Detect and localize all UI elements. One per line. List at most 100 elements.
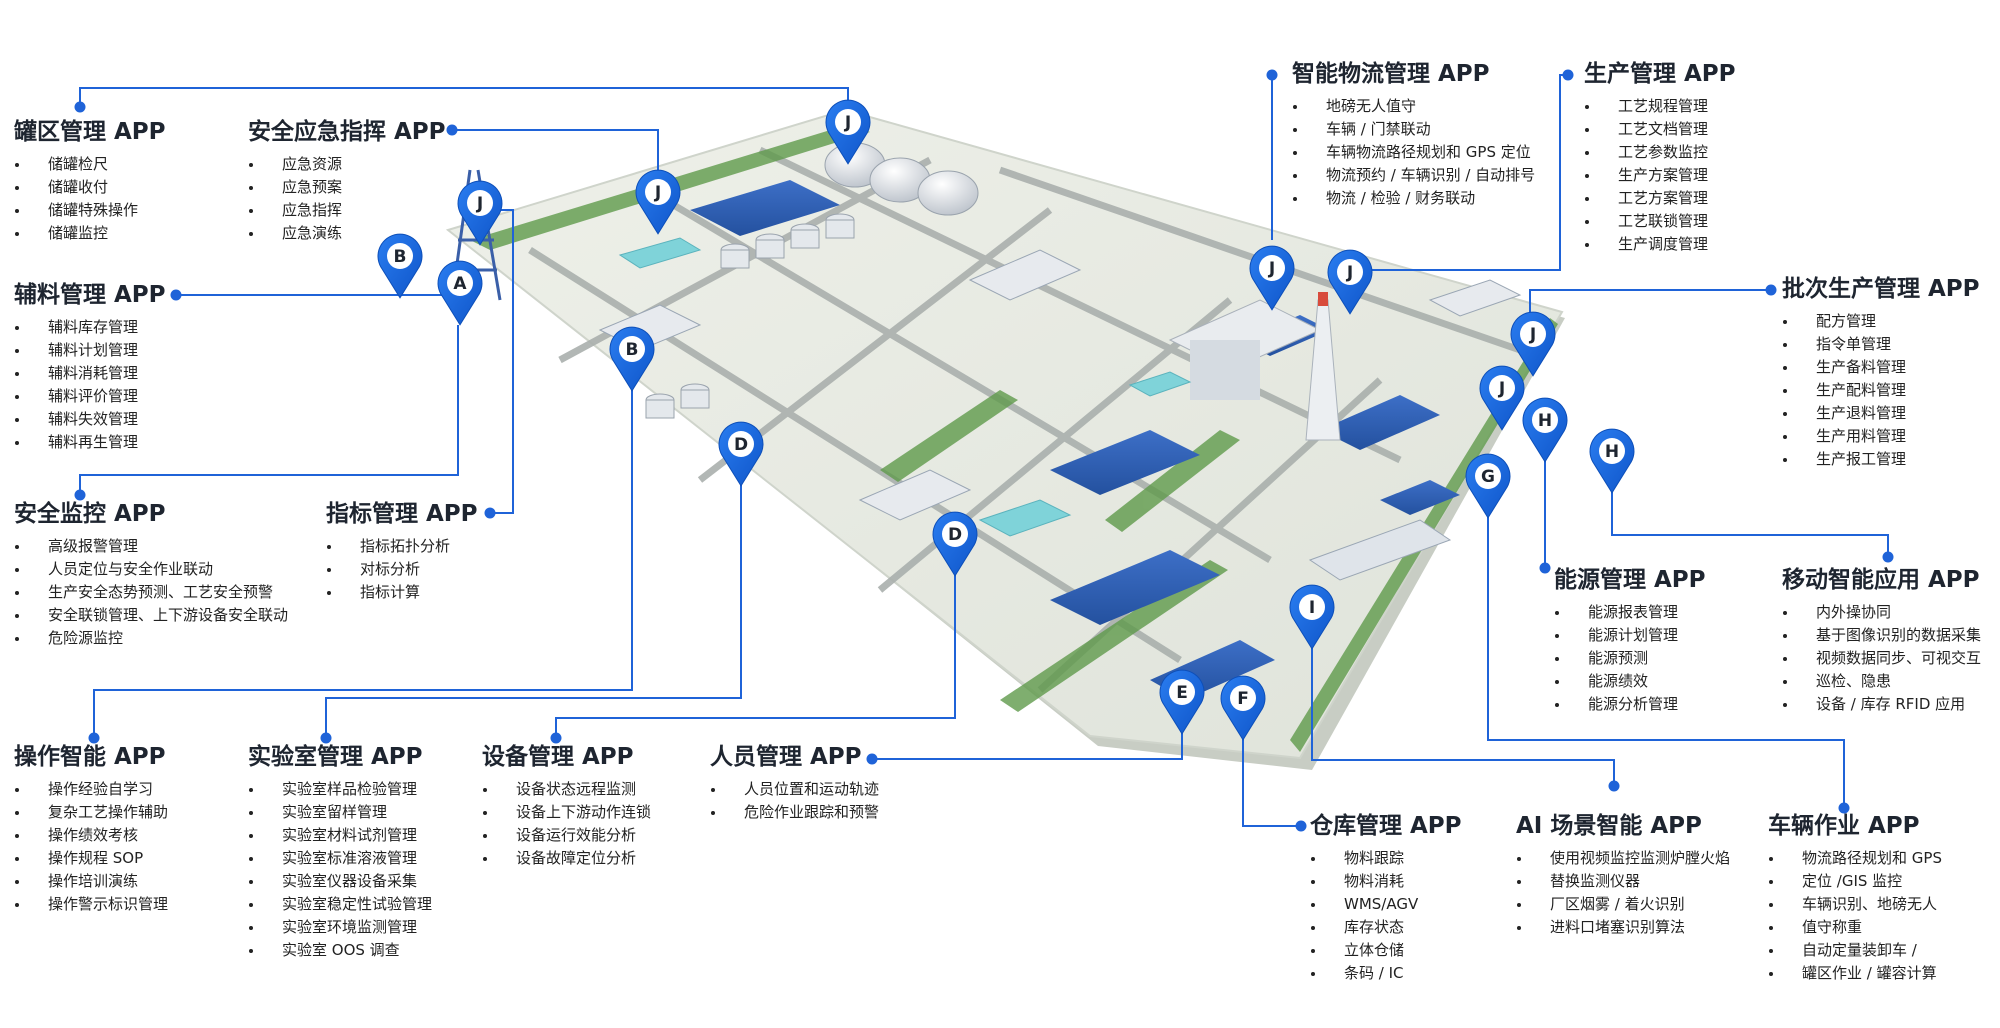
map-pin-icon[interactable]: B — [377, 233, 423, 299]
dot-icon — [1838, 802, 1850, 814]
dot-icon — [320, 732, 332, 744]
list-item: 设备 / 库存 RFID 应用 — [1782, 693, 1981, 716]
map-pin-icon[interactable]: H — [1522, 397, 1568, 463]
map-pin-icon[interactable]: J — [1249, 245, 1295, 311]
dot-icon — [1562, 69, 1574, 81]
list-item: 配方管理 — [1782, 310, 1980, 333]
dot-icon — [1266, 69, 1278, 81]
panel-title: 生产管理 APP — [1584, 61, 1736, 87]
panel-smart-logistics: 智能物流管理 APP 地磅无人值守车辆 / 门禁联动车辆物流路径规划和 GPS … — [1292, 59, 1535, 210]
map-pin-icon[interactable]: J — [457, 180, 503, 246]
panel-title: 设备管理 APP — [482, 744, 634, 770]
panel-personnel-management: 人员管理 APP 人员位置和运动轨迹危险作业跟踪和预警 — [710, 742, 879, 824]
gas-domes — [824, 142, 979, 216]
list-item: 车辆识别、地磅无人 — [1768, 893, 1942, 916]
pin-letter: J — [1529, 325, 1536, 345]
list-item: 巡检、隐患 — [1782, 670, 1981, 693]
list-item: 能源预测 — [1554, 647, 1706, 670]
list-item: 人员位置和运动轨迹 — [710, 778, 879, 801]
list-item: 实验室 OOS 调查 — [248, 939, 432, 962]
map-pin-icon[interactable]: J — [1479, 365, 1525, 431]
panel-items: 配方管理指令单管理生产备料管理生产配料管理生产退料管理生产用料管理生产报工管理 — [1782, 310, 1980, 471]
panel-title: 批次生产管理 APP — [1782, 276, 1980, 302]
list-item: 设备状态远程监测 — [482, 778, 651, 801]
pin-letter: H — [1538, 411, 1552, 431]
list-item: 生产方案管理 — [1584, 164, 1736, 187]
list-item: 操作培训演练 — [14, 870, 168, 893]
list-item: 实验室标准溶液管理 — [248, 847, 432, 870]
list-item: 生产报工管理 — [1782, 448, 1980, 471]
map-pin-icon[interactable]: J — [1327, 249, 1373, 315]
list-item: 罐区作业 / 罐容计算 — [1768, 962, 1942, 985]
panel-title: 智能物流管理 APP — [1292, 61, 1490, 87]
panel-items: 地磅无人值守车辆 / 门禁联动车辆物流路径规划和 GPS 定位物流预约 / 车辆… — [1292, 95, 1535, 210]
pin-letter: I — [1309, 598, 1315, 618]
list-item: 库存状态 — [1310, 916, 1462, 939]
list-item: 危险作业跟踪和预警 — [710, 801, 879, 824]
dot-icon — [1608, 780, 1620, 792]
list-item: 工艺参数监控 — [1584, 141, 1736, 164]
panel-items: 应急资源应急预案应急指挥应急演练 — [248, 153, 446, 245]
list-item: 物流路径规划和 GPS — [1768, 847, 1942, 870]
panel-auxiliary-management: 辅料管理 APP 辅料库存管理辅料计划管理辅料消耗管理辅料评价管理辅料失效管理辅… — [14, 280, 166, 454]
list-item: 生产调度管理 — [1584, 233, 1736, 256]
panel-items: 储罐检尺储罐收付储罐特殊操作储罐监控 — [14, 153, 166, 245]
panel-safety-emergency: 安全应急指挥 APP 应急资源应急预案应急指挥应急演练 — [248, 117, 446, 245]
panel-title: 安全应急指挥 APP — [248, 119, 446, 145]
panel-items: 内外操协同基于图像识别的数据采集视频数据同步、可视交互巡检、隐患设备 / 库存 … — [1782, 601, 1981, 716]
pin-letter: J — [1268, 259, 1275, 279]
list-item: 车辆物流路径规划和 GPS 定位 — [1292, 141, 1535, 164]
dot-icon — [446, 124, 458, 136]
list-item: 人员定位与安全作业联动 — [14, 558, 288, 581]
panel-energy-management: 能源管理 APP 能源报表管理能源计划管理能源预测能源绩效能源分析管理 — [1554, 565, 1706, 716]
pin-letter: D — [948, 525, 962, 545]
map-pin-icon[interactable]: E — [1159, 669, 1205, 735]
list-item: 条码 / IC — [1310, 962, 1462, 985]
dot-icon — [1539, 562, 1551, 574]
pin-letter: J — [654, 183, 661, 203]
panel-title: 罐区管理 APP — [14, 119, 166, 145]
list-item: 安全联锁管理、上下游设备安全联动 — [14, 604, 288, 627]
map-pin-icon[interactable]: J — [825, 99, 871, 165]
map-pin-icon[interactable]: H — [1589, 428, 1635, 494]
map-pin-icon[interactable]: J — [1510, 311, 1556, 377]
list-item: 实验室环境监测管理 — [248, 916, 432, 939]
pin-letter: D — [734, 435, 748, 455]
list-item: 生产退料管理 — [1782, 402, 1980, 425]
pin-letter: J — [476, 194, 483, 214]
panel-ai-scene: AI 场景智能 APP 使用视频监控监测炉膛火焰替换监测仪器厂区烟雾 / 着火识… — [1516, 811, 1730, 939]
list-item: WMS/AGV — [1310, 893, 1462, 916]
panel-title: 能源管理 APP — [1554, 567, 1706, 593]
map-pin-icon[interactable]: G — [1465, 453, 1511, 519]
panel-title: 移动智能应用 APP — [1782, 567, 1980, 593]
map-pin-icon[interactable]: B — [609, 326, 655, 392]
list-item: 实验室材料试剂管理 — [248, 824, 432, 847]
list-item: 操作警示标识管理 — [14, 893, 168, 916]
list-item: 储罐特殊操作 — [14, 199, 166, 222]
map-pin-icon[interactable]: D — [932, 511, 978, 577]
list-item: 生产安全态势预测、工艺安全预警 — [14, 581, 288, 604]
map-pin-icon[interactable]: I — [1289, 584, 1335, 650]
list-item: 储罐检尺 — [14, 153, 166, 176]
list-item: 设备上下游动作连锁 — [482, 801, 651, 824]
panel-mobile-smart: 移动智能应用 APP 内外操协同基于图像识别的数据采集视频数据同步、可视交互巡检… — [1782, 565, 1981, 716]
panel-title: 仓库管理 APP — [1310, 813, 1462, 839]
list-item: 操作经验自学习 — [14, 778, 168, 801]
list-item: 辅料计划管理 — [14, 339, 166, 362]
map-pin-icon[interactable]: F — [1220, 675, 1266, 741]
map-pin-icon[interactable]: D — [718, 421, 764, 487]
map-pin-icon[interactable]: J — [635, 169, 681, 235]
dot-icon — [74, 489, 86, 501]
list-item: 复杂工艺操作辅助 — [14, 801, 168, 824]
dot-icon — [170, 289, 182, 301]
dot-icon — [74, 101, 86, 113]
list-item: 使用视频监控监测炉膛火焰 — [1516, 847, 1730, 870]
panel-production-management: 生产管理 APP 工艺规程管理工艺文档管理工艺参数监控生产方案管理工艺方案管理工… — [1584, 59, 1736, 256]
dot-icon — [484, 507, 496, 519]
list-item: 立体仓储 — [1310, 939, 1462, 962]
map-pin-icon[interactable]: A — [437, 260, 483, 326]
